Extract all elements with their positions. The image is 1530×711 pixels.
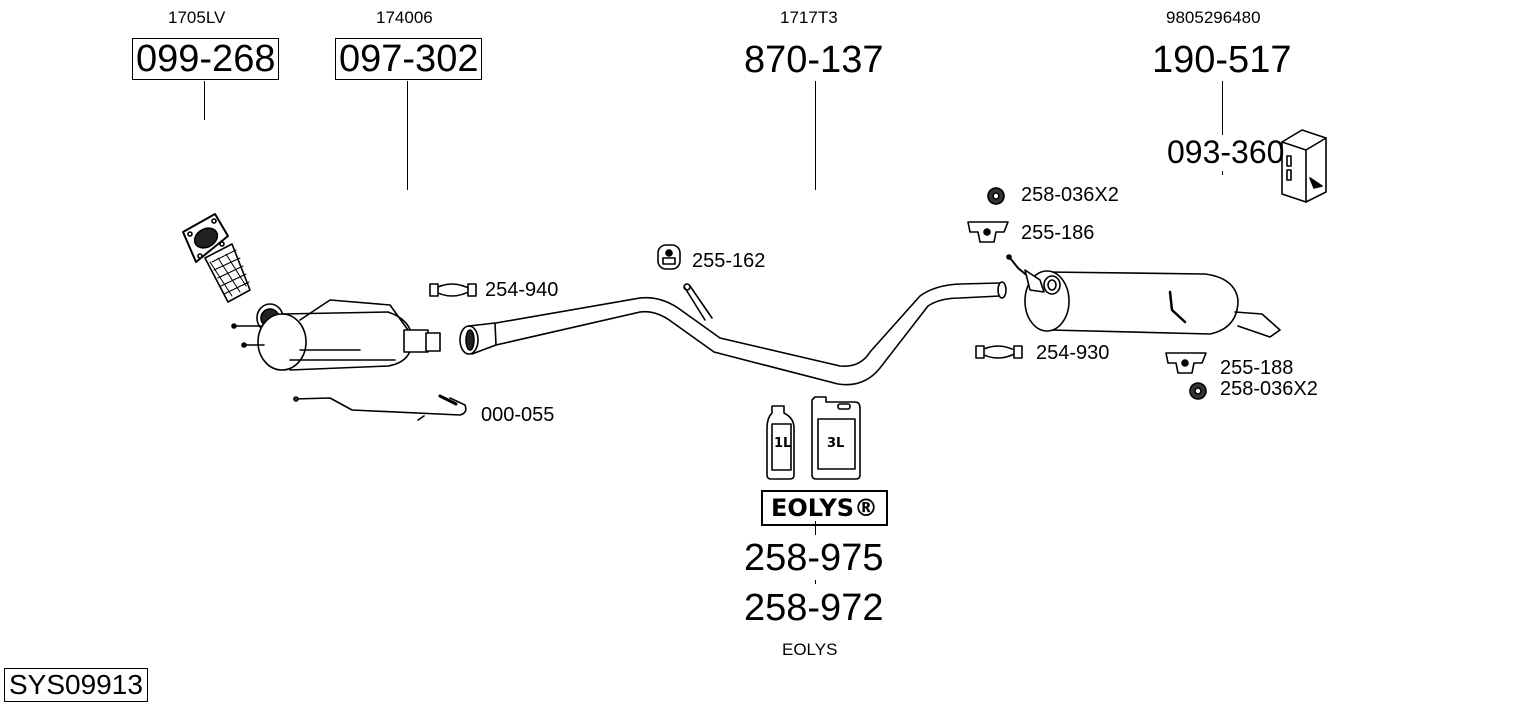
part-number-dpf[interactable]: 097-302 (335, 38, 483, 80)
leader-line (815, 81, 816, 190)
clamp-254-930-drawing (975, 345, 1023, 359)
middle-pipe-drawing (459, 281, 1007, 386)
part-number-middle-pipe[interactable]: 870-137 (744, 39, 884, 81)
hanger-255-188-drawing (1165, 352, 1207, 374)
part-number-additive-1[interactable]: 258-975 (744, 537, 884, 579)
dpf-drawing (231, 299, 441, 371)
part-number-hanger-top[interactable]: 255-186 (1021, 222, 1095, 244)
oem-label-2: 174006 (376, 8, 433, 27)
sensor-pipe-drawing (293, 394, 467, 421)
oem-label-3: 1717T3 (780, 8, 838, 27)
leader-line (407, 81, 408, 190)
nut-top-drawing (987, 187, 1005, 205)
leader-line (1222, 81, 1223, 135)
part-number-clamp-front[interactable]: 254-940 (485, 279, 559, 301)
part-number-hanger-rear[interactable]: 255-188 (1220, 357, 1294, 379)
leader-line (815, 521, 816, 535)
leader-line (815, 580, 816, 584)
rear-silencer-drawing (1006, 254, 1281, 338)
bottle-1l-drawing (766, 405, 795, 480)
eolys-brand-box: EOLYS® (761, 490, 889, 526)
bottle-1l-label: 1L (774, 436, 792, 451)
system-id: SYS09913 (4, 668, 148, 702)
front-pipe-drawing (182, 213, 251, 303)
hanger-255-186-drawing (967, 221, 1009, 243)
additive-caption: EOLYS (782, 640, 838, 659)
part-number-mounting-kit[interactable]: 093-360 (1167, 134, 1285, 170)
bottle-3l-drawing (811, 396, 861, 480)
part-number-nut-rear[interactable]: 258-036X2 (1220, 378, 1318, 400)
oem-label-4: 9805296480 (1166, 8, 1261, 27)
part-number-hanger-mid[interactable]: 255-162 (692, 250, 766, 272)
mounting-kit-box-drawing (1281, 129, 1327, 203)
nut-rear-drawing (1189, 382, 1207, 400)
hanger-255-162-drawing (657, 244, 681, 270)
part-number-clamp-rear[interactable]: 254-930 (1036, 342, 1110, 364)
part-number-nut-top[interactable]: 258-036X2 (1021, 184, 1119, 206)
part-number-front-pipe[interactable]: 099-268 (132, 38, 280, 80)
leader-line (1222, 171, 1223, 175)
part-number-sensor-pipe[interactable]: 000-055 (481, 404, 555, 426)
bottle-3l-label: 3L (827, 436, 845, 451)
leader-line (204, 81, 205, 120)
part-number-rear-silencer[interactable]: 190-517 (1152, 39, 1292, 81)
clamp-254-940-drawing (429, 283, 477, 297)
oem-label-1: 1705LV (168, 8, 226, 27)
part-number-additive-2[interactable]: 258-972 (744, 587, 884, 629)
